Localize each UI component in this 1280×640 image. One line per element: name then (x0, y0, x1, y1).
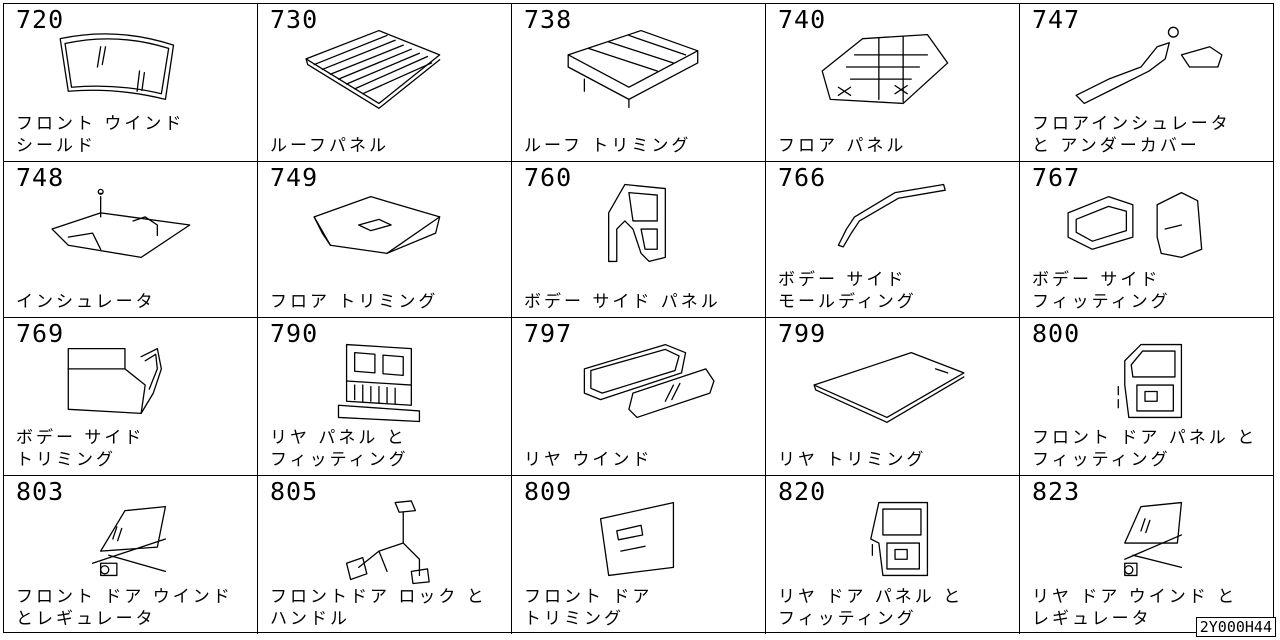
part-label: フロア トリミング (270, 292, 439, 312)
part-label: ルーフ トリミング (524, 136, 692, 156)
rear-panel-icon (298, 326, 468, 436)
roof-panel-icon (298, 12, 468, 122)
part-label: リヤ パネル と フィッティング (270, 428, 409, 470)
front-door-panel-icon (1060, 326, 1230, 436)
rear-door-panel-icon (806, 484, 976, 594)
part-code: 800 (1032, 319, 1081, 348)
part-label: リヤ ドア ウインド と レギュレータ (1032, 587, 1238, 629)
part-code: 797 (524, 319, 573, 348)
part-code: 760 (524, 163, 573, 192)
part-code: 799 (778, 319, 827, 348)
part-label: ボデー サイド フィッティング (1032, 270, 1171, 312)
part-label: フロント ウインド シールド (16, 114, 185, 156)
part-cell-747[interactable]: 747 フロアインシュレータ と アンダーカバー (1020, 4, 1273, 162)
part-label: インシュレータ (16, 292, 156, 312)
part-cell-799[interactable]: 799 リヤ トリミング (766, 318, 1020, 476)
part-cell-809[interactable]: 809 フロント ドア トリミング (512, 476, 766, 634)
windshield-icon (44, 12, 214, 122)
part-cell-803[interactable]: 803 フロント ドア ウインド とレギュレータ (4, 476, 258, 634)
body-side-panel-icon (552, 170, 722, 280)
insulator-icon (44, 170, 214, 280)
floor-panel-icon (806, 12, 976, 122)
part-cell-800[interactable]: 800 フロント ドア パネル と フィッティング (1020, 318, 1273, 476)
part-label: ボデー サイド モールディング (778, 270, 917, 312)
part-cell-720[interactable]: 720 フロント ウインド シールド (4, 4, 258, 162)
part-code: 805 (270, 477, 319, 506)
floor-insulator-icon (1060, 12, 1230, 122)
part-cell-767[interactable]: 767 ボデー サイド フィッティング (1020, 162, 1273, 318)
part-label: フロアインシュレータ と アンダーカバー (1032, 114, 1231, 156)
part-cell-820[interactable]: 820 リヤ ドア パネル と フィッティング (766, 476, 1020, 634)
part-label: ボデー サイド パネル (524, 292, 721, 312)
part-cell-790[interactable]: 790 リヤ パネル と フィッティング (258, 318, 512, 476)
part-code: 803 (16, 477, 65, 506)
part-label: リヤ ウインド (524, 450, 653, 470)
door-lock-icon (298, 484, 468, 594)
part-cell-797[interactable]: 797 リヤ ウインド (512, 318, 766, 476)
part-code: 740 (778, 5, 827, 34)
part-label: フロント ドア ウインド とレギュレータ (16, 587, 233, 629)
part-code: 790 (270, 319, 319, 348)
part-cell-760[interactable]: 760 ボデー サイド パネル (512, 162, 766, 318)
part-code: 769 (16, 319, 65, 348)
front-door-window-icon (44, 484, 214, 594)
floor-trimming-icon (298, 170, 468, 280)
part-code: 820 (778, 477, 827, 506)
part-cell-738[interactable]: 738 ルーフ トリミング (512, 4, 766, 162)
part-label: フロント ドア パネル と フィッティング (1032, 428, 1258, 470)
part-cell-769[interactable]: 769 ボデー サイド トリミング (4, 318, 258, 476)
part-label: リヤ ドア パネル と フィッティング (778, 587, 964, 629)
part-label: ボデー サイド トリミング (16, 428, 145, 470)
body-side-molding-icon (806, 170, 976, 280)
part-cell-805[interactable]: 805 フロントドア ロック と ハンドル (258, 476, 512, 634)
part-label: ルーフパネル (270, 136, 389, 156)
part-label: フロア パネル (778, 136, 907, 156)
part-code: 767 (1032, 163, 1081, 192)
part-cell-749[interactable]: 749 フロア トリミング (258, 162, 512, 318)
part-code: 749 (270, 163, 319, 192)
part-code: 730 (270, 5, 319, 34)
part-code: 748 (16, 163, 65, 192)
roof-trimming-icon (552, 12, 722, 122)
part-code: 747 (1032, 5, 1081, 34)
part-cell-740[interactable]: 740 フロア パネル (766, 4, 1020, 162)
part-code: 720 (16, 5, 65, 34)
parts-grid: 720 フロント ウインド シールド 730 ルーフパネル 738 ルーフ トリミング 74… (3, 3, 1274, 634)
part-code: 738 (524, 5, 573, 34)
part-label: フロント ドア トリミング (524, 587, 653, 629)
rear-trimming-icon (806, 326, 976, 436)
part-label: リヤ トリミング (778, 450, 927, 470)
part-code: 823 (1032, 477, 1081, 506)
part-code: 766 (778, 163, 827, 192)
part-cell-766[interactable]: 766 ボデー サイド モールディング (766, 162, 1020, 318)
part-cell-823[interactable]: 823 リヤ ドア ウインド と レギュレータ (1020, 476, 1273, 634)
reference-code: 2Y000H44 (1195, 617, 1276, 637)
part-code: 809 (524, 477, 573, 506)
body-side-trimming-icon (44, 326, 214, 436)
door-trimming-icon (552, 484, 722, 594)
rear-window-icon (552, 326, 722, 436)
part-label: フロントドア ロック と ハンドル (270, 587, 487, 629)
body-side-fitting-icon (1060, 170, 1230, 280)
rear-door-window-icon (1060, 484, 1230, 594)
part-cell-730[interactable]: 730 ルーフパネル (258, 4, 512, 162)
part-cell-748[interactable]: 748 インシュレータ (4, 162, 258, 318)
